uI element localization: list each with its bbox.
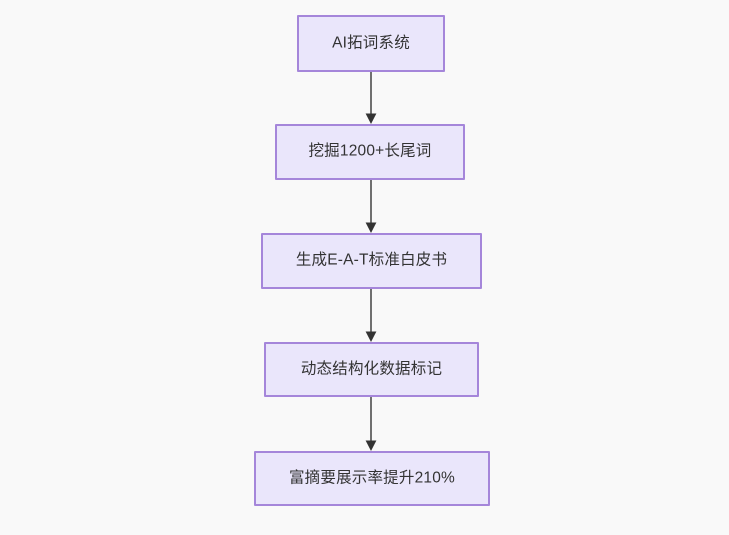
flow-node-label: 生成E-A-T标准白皮书 <box>295 251 448 269</box>
flow-node-label: 挖掘1200+长尾词 <box>308 142 432 160</box>
flow-node-generate-eat-whitepaper[interactable]: 生成E-A-T标准白皮书 <box>261 233 482 289</box>
flow-connector-4-5 <box>361 397 381 451</box>
flow-node-dynamic-structured-data-markup[interactable]: 动态结构化数据标记 <box>264 342 479 397</box>
flow-node-ai-keyword-system[interactable]: AI拓词系统 <box>297 15 445 72</box>
flow-connector-3-4 <box>361 289 381 342</box>
flow-node-label: 富摘要展示率提升210% <box>288 469 456 487</box>
flow-node-label: AI拓词系统 <box>332 34 410 52</box>
flow-connector-1-2 <box>361 72 381 124</box>
flow-node-mine-longtail-keywords[interactable]: 挖掘1200+长尾词 <box>275 124 465 180</box>
flow-connector-2-3 <box>361 180 381 233</box>
flow-node-label: 动态结构化数据标记 <box>300 360 443 378</box>
flow-node-rich-snippet-impression-uplift[interactable]: 富摘要展示率提升210% <box>254 451 490 506</box>
